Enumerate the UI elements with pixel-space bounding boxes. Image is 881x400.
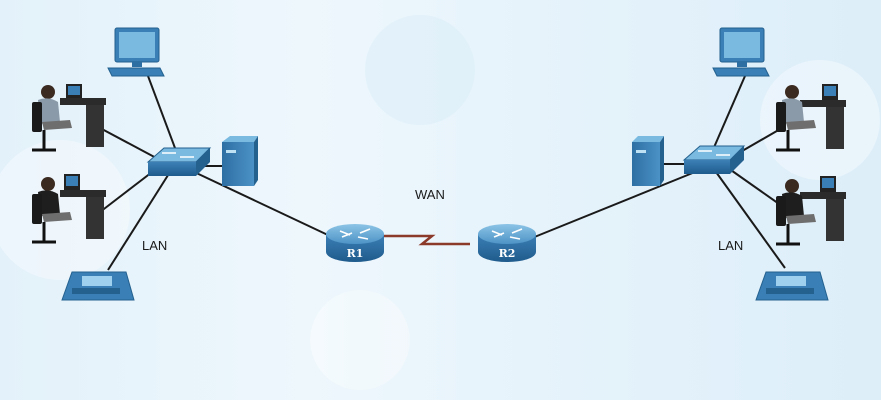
wan-serial-link (384, 234, 470, 246)
switch-right (682, 145, 746, 174)
server-right (632, 136, 664, 186)
right-lan-cables (531, 75, 786, 269)
pc-monitor-left-top (107, 27, 165, 77)
workstation-user-right-bottom (776, 176, 846, 246)
workstation-user-right-top (776, 84, 846, 152)
workstation-user-left-top (32, 84, 106, 152)
wan-label: WAN (415, 187, 445, 202)
ip-phone-right (755, 271, 829, 301)
pc-monitor-right-top (712, 27, 770, 77)
ip-phone-left (61, 271, 135, 301)
left-lan-cables (99, 75, 331, 271)
switch-left (146, 147, 212, 176)
router-r2: R2 (478, 224, 536, 262)
server-left (222, 136, 258, 186)
lan-right-label: LAN (718, 238, 744, 253)
router-r1: R1 (326, 224, 384, 262)
router-r1-label: R1 (347, 247, 364, 260)
workstation-user-left-bottom (32, 174, 106, 244)
router-r2-label: R2 (499, 247, 516, 260)
lan-left-label: LAN (142, 238, 168, 253)
